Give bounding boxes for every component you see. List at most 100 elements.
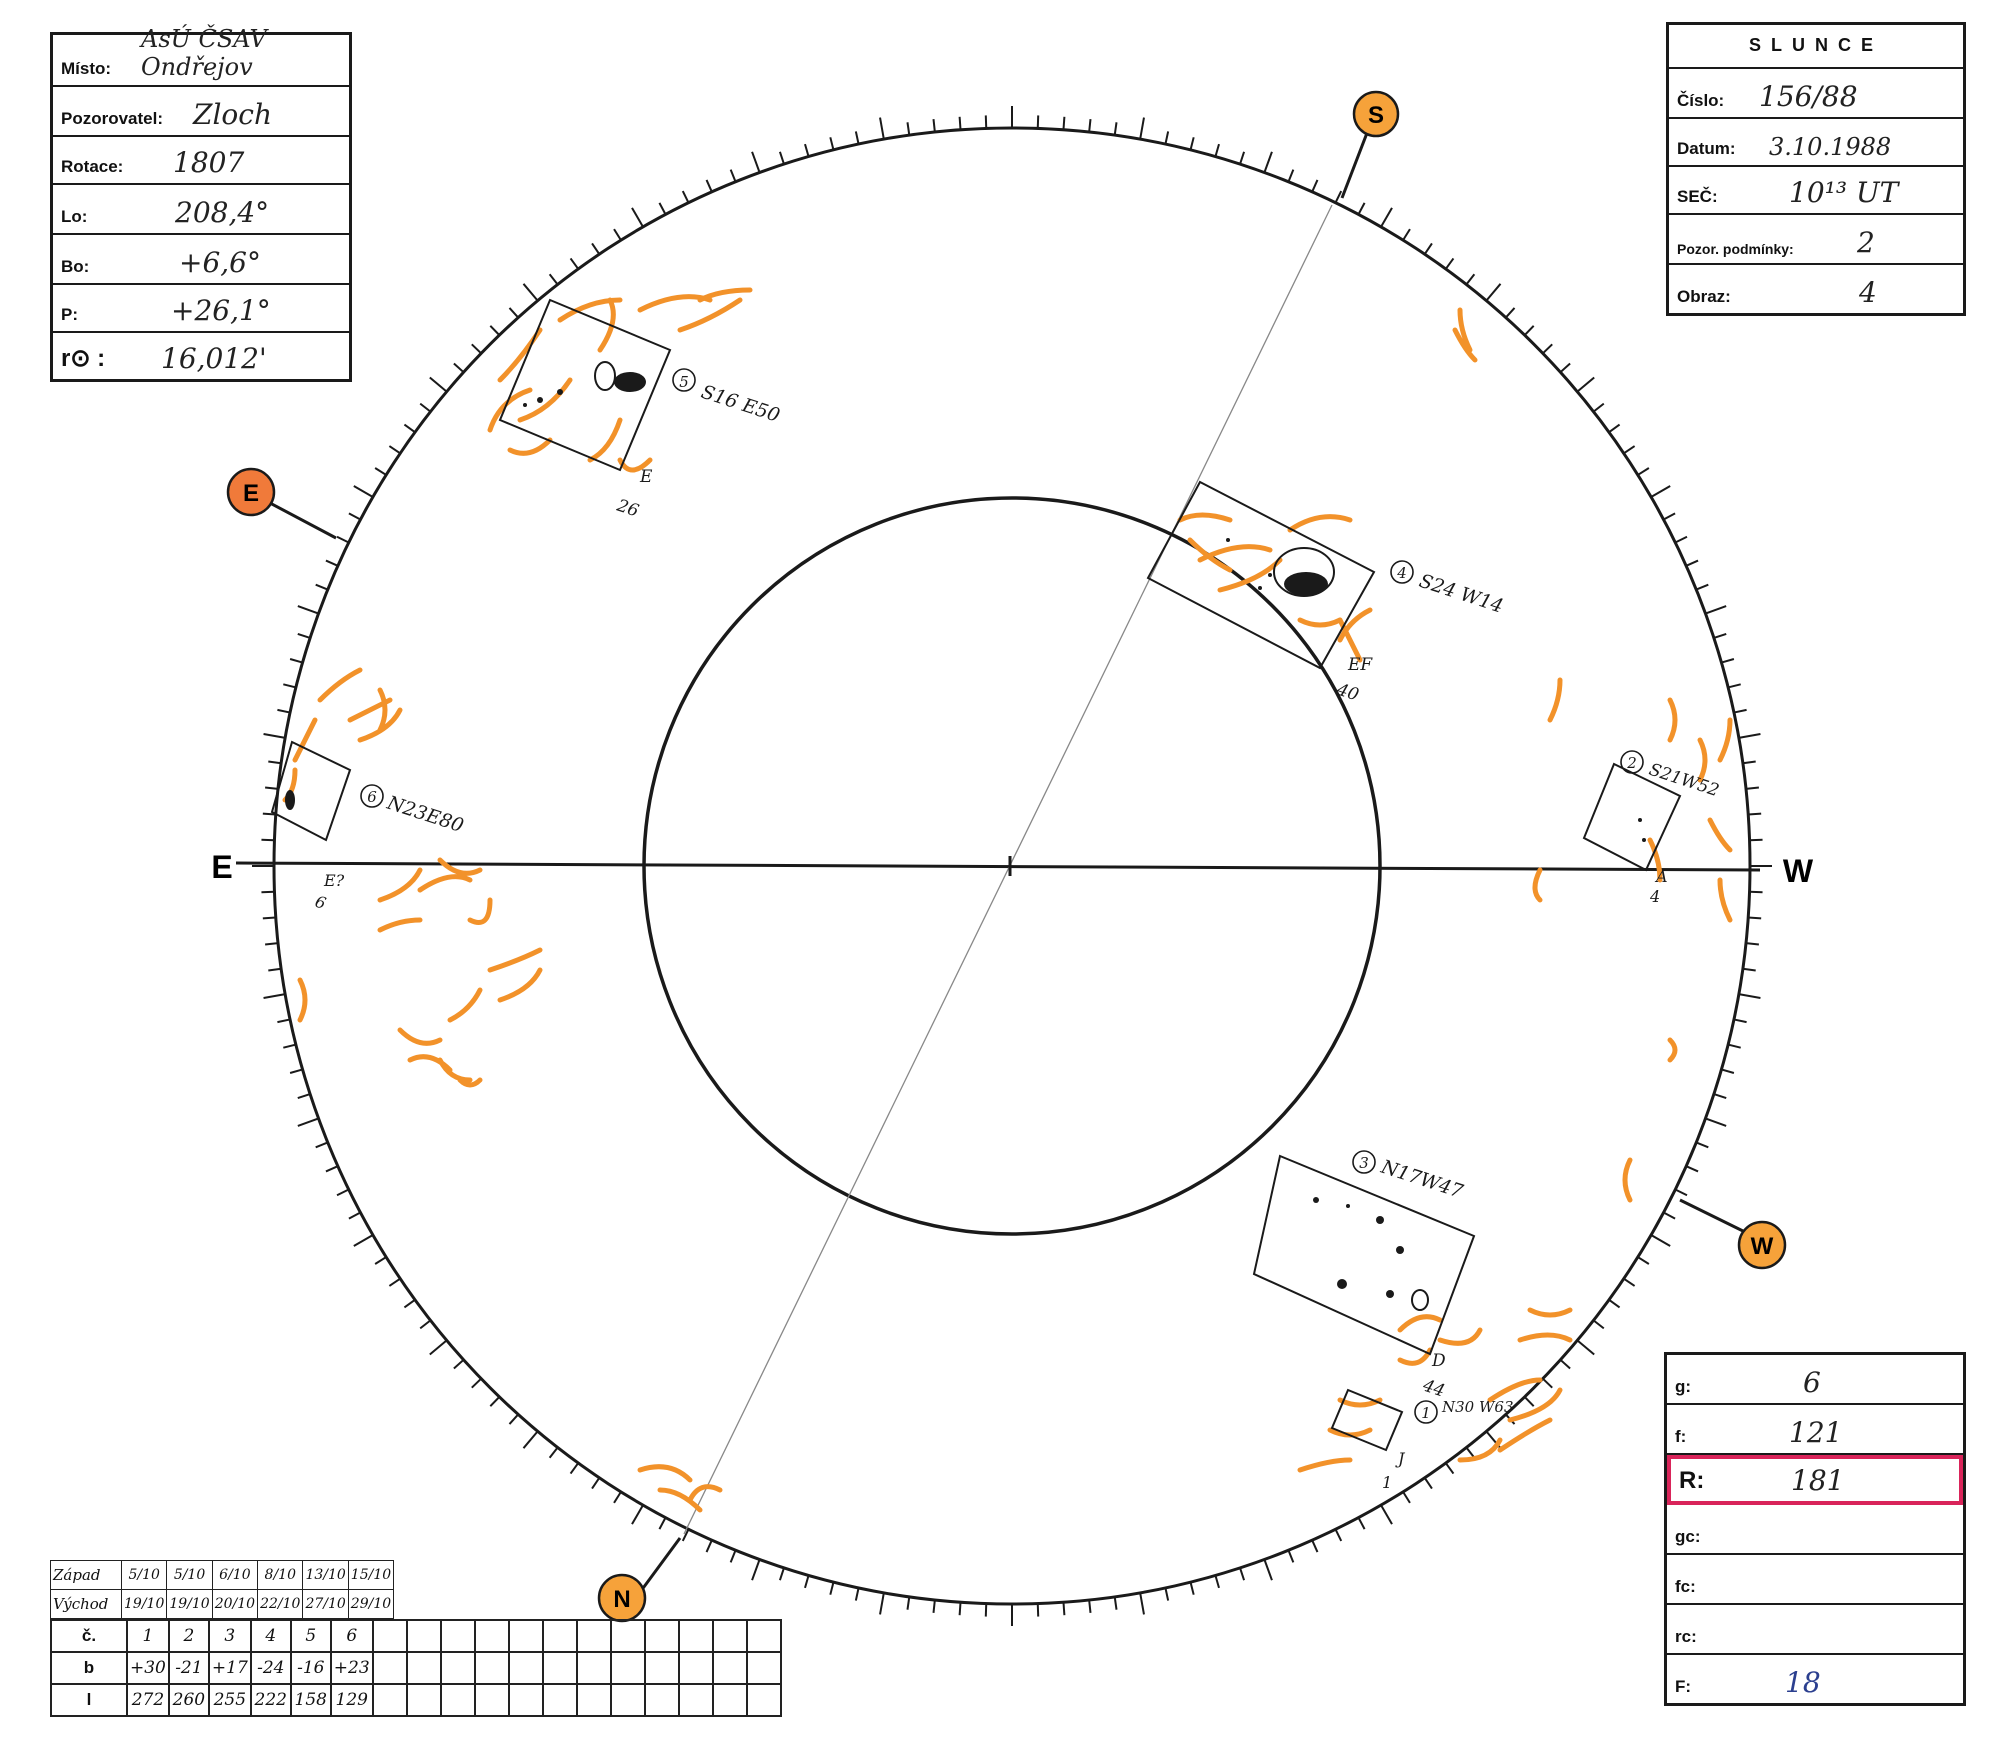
row-obraz: Obraz: 4 (1669, 265, 1963, 313)
zapad-cell: 6/10 (211, 1560, 259, 1590)
limb-tick (315, 583, 329, 591)
limb-tick (1263, 1559, 1273, 1581)
group-6-frame (270, 740, 352, 842)
limb-tick (1485, 283, 1502, 302)
group-coordinates-table: č. 1 2 3 4 5 6 b +30 -21 +17 -24 -16 +23… (50, 1619, 782, 1717)
c-cell: 1 (126, 1619, 170, 1653)
limb-tick (591, 1477, 601, 1490)
empty-cell (711, 1683, 748, 1717)
limb-tick (353, 1234, 374, 1247)
marker-s-label: S (1368, 102, 1384, 129)
group-4-frame (1146, 480, 1376, 670)
value: 4 (1859, 276, 1877, 309)
limb-tick (569, 1462, 580, 1475)
label: r⊙ : (61, 345, 106, 372)
limb-tick (1113, 1596, 1118, 1610)
label: Obraz: (1677, 287, 1731, 306)
empty-cell (371, 1683, 408, 1717)
limb-tick (263, 733, 286, 739)
value: 6 (1803, 1366, 1821, 1399)
observation-info-box: Místo: AsÚ ČSAV Ondřejov Pozorovatel: Zl… (50, 25, 352, 382)
limb-tick (1742, 760, 1756, 765)
limb-tick (1663, 512, 1676, 521)
limb-tick (289, 658, 303, 664)
limb-tick (283, 1043, 297, 1049)
empty-cell (745, 1651, 782, 1685)
limb-tick (348, 512, 361, 521)
limb-tick (1745, 786, 1759, 790)
marker-line-w2 (1679, 1198, 1746, 1234)
limb-tick (1263, 151, 1273, 173)
limb-tick (1608, 423, 1621, 434)
limb-tick (548, 273, 559, 286)
marker-line-n (636, 1537, 682, 1596)
empty-cell (439, 1651, 476, 1685)
label: P: (61, 305, 78, 324)
limb-tick (1721, 1068, 1735, 1074)
label: F: (1675, 1677, 1692, 1696)
limb-tick (1637, 467, 1650, 476)
group-5-count: 26 (614, 495, 642, 521)
group-3-pos: N17W47 (1378, 1156, 1467, 1204)
limb-tick (297, 605, 319, 615)
limb-tick (429, 1339, 448, 1356)
limb-tick (1402, 1491, 1411, 1504)
limb-tick (1357, 1517, 1366, 1530)
group-4-pos: S24 W14 (1416, 570, 1505, 618)
sunspots (285, 361, 1646, 1311)
label: gc: (1675, 1527, 1701, 1546)
marker-s: S (1352, 90, 1400, 138)
row-gc: gc: (1667, 1505, 1963, 1555)
east-west-axis (235, 861, 1761, 872)
group-2-class: A (1654, 867, 1668, 886)
zapad-cell: 5/10 (166, 1560, 213, 1590)
limb-tick (1062, 1602, 1066, 1616)
limb-tick (1721, 658, 1735, 664)
limb-tick (1592, 1319, 1605, 1330)
limb-tick (1559, 1359, 1571, 1370)
limb-tick (1745, 942, 1759, 946)
marker-e-label: E (243, 480, 259, 507)
limb-tick (1214, 143, 1220, 157)
empty-cell (677, 1619, 714, 1653)
value: 121 (1789, 1416, 1843, 1449)
limb-tick (1705, 1117, 1727, 1127)
limb-tick (958, 116, 962, 130)
label: rc: (1675, 1627, 1697, 1646)
limb-tick (403, 423, 416, 434)
row-F: F: 18 (1667, 1655, 1963, 1703)
group-2-count: 4 (1649, 887, 1660, 906)
row-datum: Datum: 3.10.1988 (1669, 119, 1963, 167)
value: +6,6° (179, 246, 261, 279)
limb-tick (1623, 1277, 1636, 1287)
limb-tick (854, 1587, 860, 1601)
c-cell: 3 (207, 1619, 252, 1653)
row-r-sun: r⊙ : 16,012' (53, 333, 349, 379)
empty-cell (473, 1619, 510, 1653)
value: +26,1° (171, 294, 271, 327)
empty-cell (405, 1651, 442, 1685)
limb-tick (631, 207, 644, 228)
empty-cell (711, 1651, 748, 1685)
sunspot-group-frames (270, 298, 1682, 1452)
c-cell: 6 (329, 1619, 374, 1653)
row-r: R: 181 (1667, 1455, 1963, 1505)
limb-tick (315, 1141, 329, 1149)
limb-tick (804, 143, 810, 157)
group-1-class: J (1395, 1449, 1406, 1468)
limb-tick (1088, 1599, 1092, 1613)
limb-tick (268, 967, 282, 972)
group-3-class: D (1431, 1351, 1446, 1371)
l-cell: 158 (289, 1683, 332, 1717)
row-g: g: 6 (1667, 1355, 1963, 1405)
limb-tick (1685, 559, 1699, 567)
limb-tick (729, 169, 737, 183)
b-cell: +23 (329, 1651, 374, 1685)
limb-tick (262, 916, 276, 920)
group-4-class: EF (1347, 655, 1373, 675)
zapad-row: Západ 5/10 5/10 6/10 8/10 13/10 15/10 (50, 1560, 395, 1590)
limb-tick (388, 1277, 401, 1287)
group-data-table: Západ 5/10 5/10 6/10 8/10 13/10 15/10 Vý… (50, 1560, 782, 1717)
limb-tick (1576, 376, 1595, 393)
value: Zloch (193, 98, 272, 131)
